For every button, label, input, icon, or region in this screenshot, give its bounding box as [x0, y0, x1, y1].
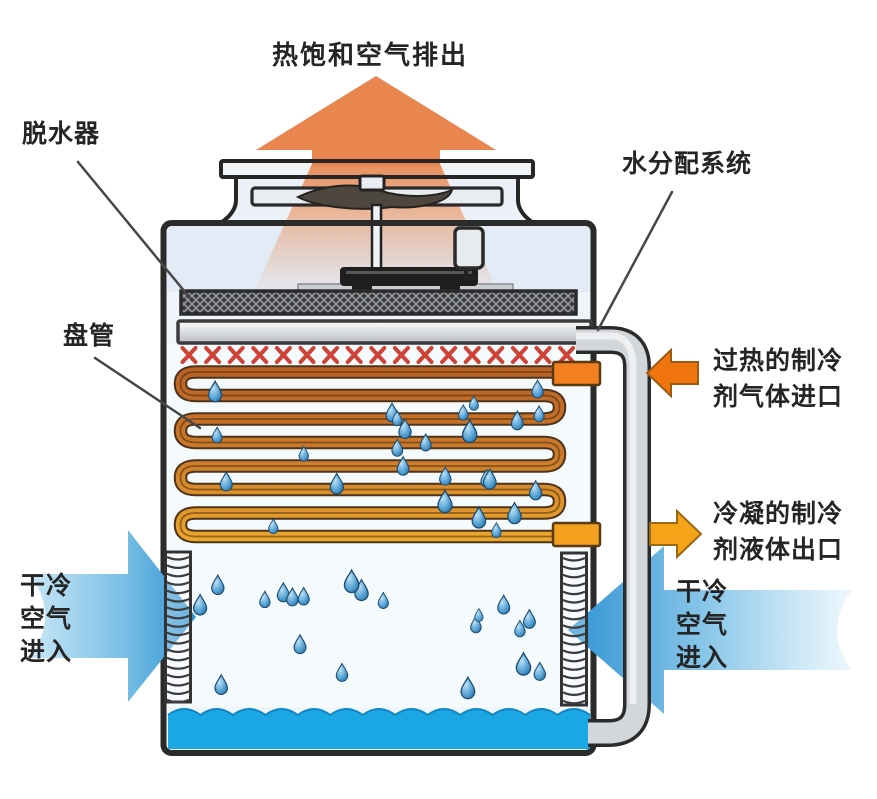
- spray-nozzle-icon: [227, 346, 245, 364]
- louver-slat: [166, 673, 190, 679]
- louver-slat: [562, 624, 586, 629]
- air-inlet-arrow-left-icon: [30, 530, 196, 702]
- spray-nozzle-icon: [487, 346, 505, 364]
- louver-slat: [166, 665, 190, 670]
- louver-slat: [562, 582, 586, 587]
- louver-slat: [562, 640, 586, 646]
- louver-slat: [166, 639, 190, 645]
- louver-slat: [166, 564, 190, 569]
- louver-left: [164, 550, 192, 704]
- air-inlet-left-label: 干冷 空气 进入: [20, 572, 73, 666]
- louver-slat: [166, 614, 190, 620]
- liquid-outlet-label: 冷凝的制冷 剂液体出口: [713, 500, 844, 564]
- louver-slat: [166, 555, 190, 561]
- louver-slat: [562, 657, 586, 663]
- louver-slat: [562, 666, 586, 671]
- coil-label: 盘管: [63, 322, 116, 350]
- fan-hub: [358, 174, 386, 192]
- louver-slat: [562, 699, 586, 705]
- spray-nozzle-icon: [298, 346, 316, 364]
- air-inlet-right-label: 干冷 空气 进入: [676, 578, 729, 672]
- drift-eliminator-label: 脱水器: [22, 120, 101, 148]
- water-distribution-label: 水分配系统: [622, 150, 753, 178]
- louver-slat: [562, 565, 586, 570]
- louver-slat: [562, 615, 586, 621]
- riser-pipe: [576, 326, 651, 747]
- liquid-outlet-arrow-icon: [649, 508, 703, 560]
- spray-nozzles: [180, 346, 576, 364]
- spray-nozzle-icon: [534, 346, 552, 364]
- gas-inlet-arrow-icon: [645, 347, 699, 399]
- spray-nozzle-icon: [416, 346, 434, 364]
- exhaust-label: 热饱和空气排出: [272, 40, 469, 70]
- louver-slat: [166, 690, 190, 695]
- louver-slat: [562, 632, 586, 638]
- gas-inlet-port: [551, 360, 602, 387]
- motor-control-box: [453, 226, 485, 270]
- water-distribution-header: [176, 319, 593, 345]
- hot-air-exhaust-arrow-icon: [256, 76, 496, 166]
- spray-nozzle-icon: [274, 346, 292, 364]
- spray-nozzle-icon: [322, 346, 340, 364]
- louver-slat: [166, 656, 190, 662]
- spray-nozzle-icon: [463, 346, 481, 364]
- water-basin: [167, 708, 591, 749]
- gas-inlet-label: 过热的制冷 剂气体进口: [713, 347, 844, 411]
- louver-slat: [166, 606, 190, 611]
- louver-slat: [166, 597, 190, 603]
- louver-slat: [562, 590, 586, 596]
- spray-nozzle-icon: [440, 346, 458, 364]
- drift-eliminator-leader: [76, 160, 192, 300]
- louver-slat: [562, 691, 586, 696]
- louver-slat: [166, 623, 190, 628]
- louver-slat: [562, 607, 586, 612]
- spray-nozzle-icon: [392, 346, 410, 364]
- water-distribution-leader: [596, 190, 674, 332]
- drift-eliminator: [179, 289, 578, 316]
- louver-slat: [166, 681, 190, 687]
- fan-shaft: [370, 203, 383, 273]
- condenser-coil: [173, 365, 567, 544]
- louver-slat: [562, 598, 586, 604]
- louver-slat: [562, 556, 586, 562]
- louver-slat: [166, 572, 190, 578]
- spray-nozzle-icon: [180, 346, 198, 364]
- spray-nozzle-icon: [510, 346, 528, 364]
- coil-leader: [93, 356, 202, 430]
- fan-motor: [340, 267, 478, 286]
- leader-lines: [76, 160, 674, 430]
- spray-nozzle-icon: [369, 346, 387, 364]
- fan-assembly: [215, 159, 539, 292]
- spray-nozzle-icon: [204, 346, 222, 364]
- louver-slat: [166, 589, 190, 595]
- fan-blade: [295, 184, 454, 210]
- louver-slat: [166, 581, 190, 586]
- louver-right: [560, 551, 588, 707]
- spray-nozzle-icon: [251, 346, 269, 364]
- louver-slat: [166, 698, 190, 704]
- louver-slat: [166, 648, 190, 653]
- louver-slat: [562, 682, 586, 688]
- louver-slat: [562, 573, 586, 579]
- liquid-outlet-port: [551, 521, 602, 548]
- spray-chamber: [167, 345, 590, 707]
- louver-slat: [166, 631, 190, 637]
- louver-slat: [562, 674, 586, 680]
- spray-nozzle-icon: [345, 346, 363, 364]
- spray-nozzle-icon: [558, 346, 576, 364]
- tower-outline: [160, 220, 597, 756]
- louver-slat: [562, 649, 586, 654]
